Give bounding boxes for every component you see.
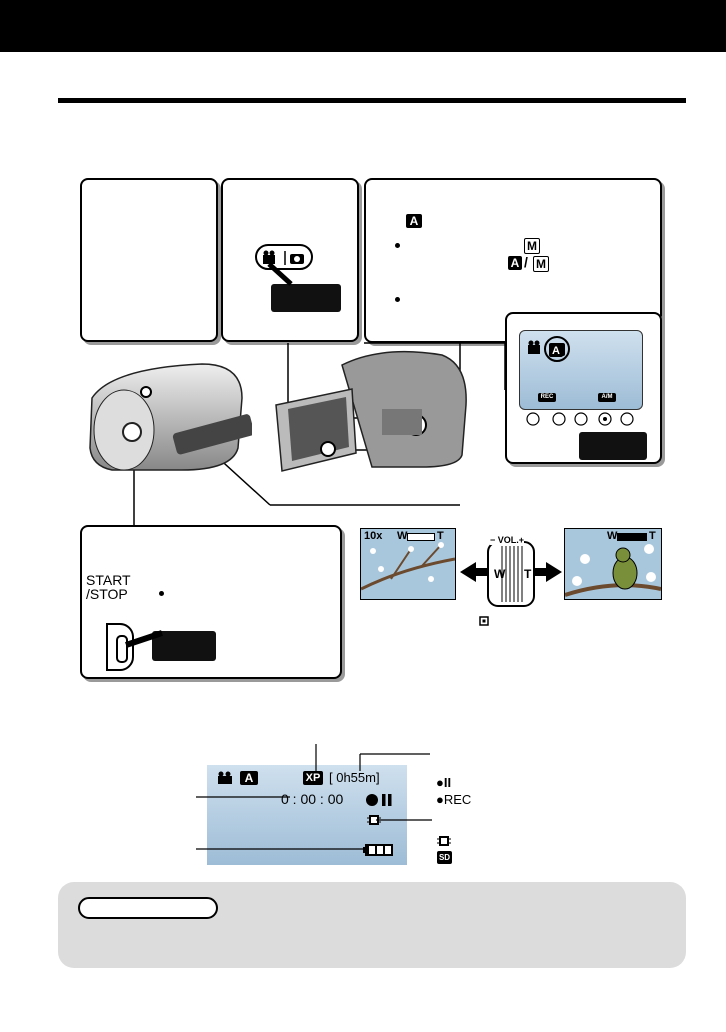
slash: / <box>524 254 528 270</box>
step-panel-1 <box>80 178 218 342</box>
lcd-preview: A REC A/M <box>519 330 643 410</box>
quality-indicator: XP <box>303 771 323 785</box>
video-mode-icon <box>218 771 232 784</box>
zoom-tele-image: W T <box>564 528 662 600</box>
auto-mode-icon: A <box>406 214 422 228</box>
internal-memory-icon <box>367 815 381 825</box>
zoom-small-icon <box>479 616 489 626</box>
manual-mode-icon: M <box>524 238 540 254</box>
step-panel-4: START /STOP <box>80 525 342 679</box>
stop-label: /STOP <box>86 586 128 602</box>
zoom-lever-icon: W T <box>460 541 562 607</box>
start-stop-button[interactable] <box>106 623 134 671</box>
rec-softkey-label: REC <box>538 393 556 402</box>
slide-button-graphic <box>271 284 341 312</box>
tele-indicator: T <box>437 530 444 542</box>
bird-picture <box>565 544 661 597</box>
note-tag <box>78 897 218 919</box>
remaining-time: [ 0h55m] <box>329 770 380 785</box>
pointer-arrow <box>267 262 293 286</box>
header-band <box>0 0 726 52</box>
camcorder-right-image <box>275 350 467 472</box>
t-label: T <box>524 567 532 581</box>
battery-icon <box>363 844 393 856</box>
pointer-arrow <box>125 630 163 648</box>
auto-icon-lcd: A <box>549 344 563 357</box>
manual-icon-small: M <box>533 256 549 272</box>
standby-legend: ●II <box>436 775 452 790</box>
mode-switch[interactable] <box>255 244 313 270</box>
zoom-wide-image: 10x W T <box>360 528 456 600</box>
wide-indicator: W <box>397 530 408 542</box>
auto-icon-small: A <box>508 256 522 270</box>
press-button-graphic <box>579 432 647 460</box>
zoom-bar <box>407 533 435 541</box>
video-photo-icon <box>263 250 304 265</box>
am-softkey-label: A/M <box>598 393 616 402</box>
step-panel-2 <box>221 178 359 342</box>
auto-mode-icon: A <box>240 771 258 785</box>
zoom-level: 10x <box>364 530 383 542</box>
note-box <box>58 882 686 968</box>
tele-indicator: T <box>649 530 656 542</box>
vol-label: − VOL.+ <box>490 535 525 545</box>
w-label: W <box>494 567 506 581</box>
camcorder-left-image <box>89 363 252 471</box>
zoom-bar-full <box>617 533 647 541</box>
bullet <box>159 591 164 596</box>
press-button-graphic <box>152 631 216 661</box>
time-counter: 0 : 00 : 00 <box>281 791 344 807</box>
sd-card-icon: SD <box>437 851 452 864</box>
recording-screen: A XP [ 0h55m] 0 : 00 : 00 <box>207 765 407 865</box>
branch-picture <box>361 542 455 591</box>
wide-indicator: W <box>607 530 618 542</box>
bullet <box>395 243 400 248</box>
start-stop-label: START /STOP <box>86 573 131 601</box>
lcd-button-row <box>526 412 634 426</box>
lcd-button-panel: A REC A/M <box>505 312 662 464</box>
title-rule <box>58 98 686 103</box>
standby-indicator-icon <box>366 794 392 806</box>
rec-legend: ●REC <box>436 792 472 807</box>
bullet <box>395 297 400 302</box>
start-label: START <box>86 572 131 588</box>
internal-memory-icon <box>437 836 451 846</box>
